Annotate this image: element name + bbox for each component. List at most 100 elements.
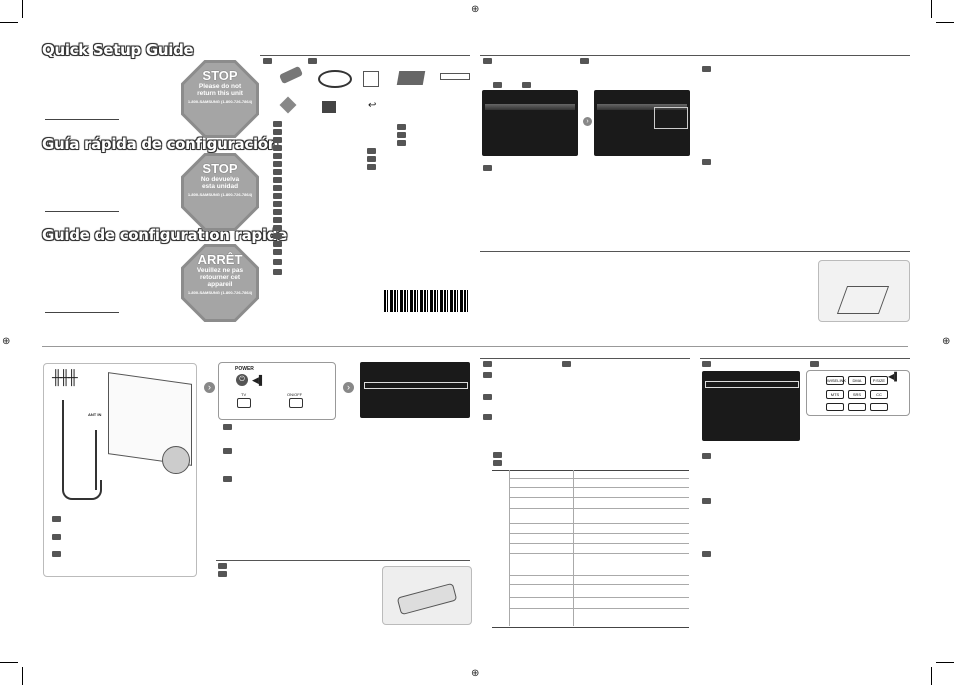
remote-buttons-diagram <box>806 370 910 416</box>
onoff-button[interactable] <box>289 398 303 408</box>
remote-button[interactable]: CC <box>870 390 888 399</box>
connector-zoom <box>162 446 190 474</box>
card-image <box>322 101 336 113</box>
step-chip <box>493 82 502 88</box>
crop-mark <box>0 22 18 23</box>
step-chip <box>367 164 376 170</box>
step-chip <box>702 551 711 557</box>
section-rule <box>260 55 470 56</box>
step-chip <box>52 551 61 557</box>
pointer-arrow-icon: ◀▌ <box>888 372 900 381</box>
remote-button[interactable]: SRS <box>848 390 866 399</box>
step-chip <box>273 193 282 199</box>
step-chip <box>702 66 711 72</box>
remote-control-image <box>278 65 304 85</box>
cable-image <box>318 70 352 88</box>
step-chip <box>273 241 282 247</box>
step-chip <box>273 145 282 151</box>
step-chip <box>273 259 282 265</box>
remote-button[interactable]: DMA <box>848 376 866 385</box>
registration-mark-icon: ⊕ <box>471 4 480 15</box>
stop-sign-line: No devuelva esta unidad <box>200 176 240 190</box>
step-chip <box>702 453 711 459</box>
playback-button[interactable] <box>826 403 844 411</box>
tv-label: TV <box>241 392 247 397</box>
step-chip <box>273 169 282 175</box>
step-chip <box>367 156 376 162</box>
table-row <box>510 597 689 598</box>
step-chip <box>223 476 232 482</box>
bracket-image <box>396 71 426 85</box>
crop-mark <box>0 662 18 663</box>
power-button-diagram <box>218 362 336 420</box>
step-chip <box>273 129 282 135</box>
section-rule <box>42 346 908 347</box>
cable-loop <box>62 480 102 500</box>
step-chip <box>397 132 406 138</box>
table-row <box>510 508 689 509</box>
stop-sign-heading: STOP <box>202 161 238 176</box>
table-row <box>510 608 689 609</box>
crop-mark <box>22 667 23 685</box>
tv-menu-screen <box>482 90 578 156</box>
step-chip <box>702 159 711 165</box>
tv-button[interactable] <box>237 398 251 408</box>
tv-submenu-screen <box>594 90 690 156</box>
step-chip <box>522 82 531 88</box>
cable-line <box>95 430 97 490</box>
clip-icon: ↩ <box>368 100 377 111</box>
registration-mark-icon: ⊕ <box>942 336 951 347</box>
playback-button[interactable] <box>848 403 866 411</box>
table-column <box>573 470 574 626</box>
section-rule <box>216 560 470 561</box>
playback-button[interactable] <box>870 403 888 411</box>
step-chip <box>483 372 492 378</box>
step-chip <box>273 137 282 143</box>
step-chip <box>218 571 227 577</box>
step-chip <box>273 209 282 215</box>
step-chip <box>308 58 317 64</box>
step-chip <box>483 361 492 367</box>
stop-sign-phone: 1-800-SAMSUNG (1-800-726-7864) <box>187 192 253 197</box>
step-chip <box>273 153 282 159</box>
step-chip <box>397 140 406 146</box>
manual-image <box>363 71 379 87</box>
stop-sign: ARRÊT Veuillez ne pas retourner cet appa… <box>181 244 259 322</box>
step-chip <box>580 58 589 64</box>
step-chip <box>397 124 406 130</box>
table-row <box>510 575 689 576</box>
step-chip <box>273 161 282 167</box>
step-chip <box>273 121 282 127</box>
step-chip <box>273 177 282 183</box>
signature-line <box>45 312 119 313</box>
remote-button[interactable]: MTS <box>826 390 844 399</box>
step-chip <box>273 269 282 275</box>
section-rule <box>480 358 690 359</box>
step-chip <box>493 452 502 458</box>
remote-button[interactable]: WISELINK <box>826 376 847 385</box>
crop-mark <box>936 662 954 663</box>
barcode <box>384 290 470 312</box>
title-spanish: Guía rápida de configuración <box>42 135 279 153</box>
section-rule <box>480 55 910 56</box>
remote-button[interactable]: P.SIZE <box>870 376 888 385</box>
step-chip <box>367 148 376 154</box>
step-chip <box>273 225 282 231</box>
table-row <box>510 487 689 488</box>
pointer-arrow-icon: ◀▌ <box>252 375 266 385</box>
table-row <box>510 553 689 554</box>
step-chip <box>273 249 282 255</box>
stop-sign-phone: 1-800-SAMSUNG (1-800-726-7864) <box>187 99 253 104</box>
cloth-image <box>279 96 297 114</box>
crop-mark <box>931 667 932 685</box>
settings-table <box>492 470 689 628</box>
onoff-label: ON/OFF <box>287 392 303 397</box>
stop-sign-line: Veuillez ne pas retourner cet appareil <box>196 267 244 288</box>
step-chip <box>52 534 61 540</box>
crop-mark <box>936 22 954 23</box>
signature-line <box>45 211 119 212</box>
stop-sign: STOP No devuelva esta unidad 1-800-SAMSU… <box>181 153 259 231</box>
power-button-icon[interactable]: ⏻ <box>236 374 248 386</box>
arrow-right-icon: › <box>583 117 592 126</box>
step-chip <box>273 233 282 239</box>
